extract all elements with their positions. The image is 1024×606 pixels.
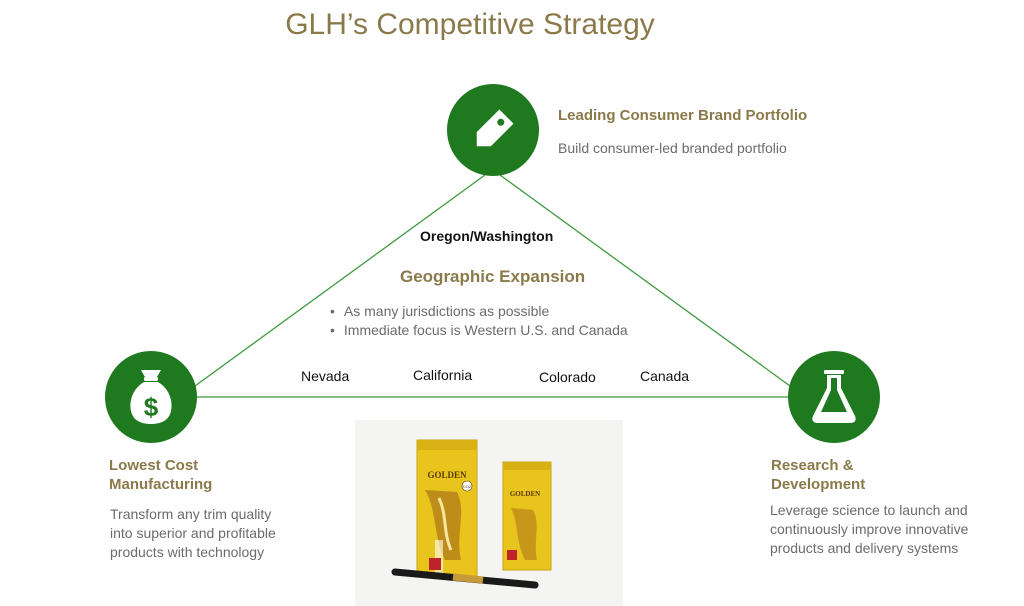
triangle-edge-right [499,174,791,387]
place-california: California [413,367,473,383]
manufacturing-node: $ [105,351,197,443]
money-bag-icon: $ [130,370,172,424]
manufacturing-text-line: into superior and profitable [110,525,276,541]
research-node [788,351,880,443]
place-canada: Canada [640,368,690,384]
research-heading-line: Development [771,476,866,493]
bullet-item: Immediate focus is Western U.S. and Cana… [330,321,628,340]
product-box-right: GOLDEN [502,461,552,571]
page-title: GLH’s Competitive Strategy [285,8,655,41]
golden-product-image: GOLDEN CO2 GOLDEN [355,420,623,606]
research-text: Leverage science to launch and continuou… [770,501,968,558]
product-badge-text: CO2 [463,484,472,489]
flask-icon [812,370,856,423]
research-text-line: Leverage science to launch and [770,502,968,518]
research-heading: Research & Development [771,456,865,494]
brand-portfolio-text: Build consumer-led branded portfolio [558,140,787,156]
manufacturing-heading: Lowest Cost Manufacturing [109,456,212,494]
manufacturing-text: Transform any trim quality into superior… [110,505,276,562]
research-heading-line: Research & [771,457,854,474]
brand-portfolio-heading: Leading Consumer Brand Portfolio [558,107,808,124]
manufacturing-heading-line: Lowest Cost [109,457,199,474]
triangle-edge-left [194,174,486,387]
price-tag-icon [476,109,514,147]
product-box-left: GOLDEN CO2 [416,439,478,580]
geographic-expansion-title: Geographic Expansion [400,267,586,286]
place-nevada: Nevada [301,368,350,384]
research-text-line: continuously improve innovative [770,521,969,537]
product-brand-text: GOLDEN [510,490,540,498]
region-label-oregon-washington: Oregon/Washington [420,228,554,244]
product-brand-text: GOLDEN [427,470,467,480]
svg-text:$: $ [144,392,159,422]
manufacturing-text-line: Transform any trim quality [110,506,272,522]
research-text-line: products and delivery systems [770,540,959,556]
place-colorado: Colorado [539,369,596,385]
geographic-expansion-bullets: As many jurisdictions as possible Immedi… [330,302,628,340]
bullet-item: As many jurisdictions as possible [330,302,628,321]
brand-portfolio-node [447,84,539,176]
manufacturing-heading-line: Manufacturing [109,476,213,493]
vape-pen [391,568,539,589]
manufacturing-text-line: products with technology [110,544,265,560]
